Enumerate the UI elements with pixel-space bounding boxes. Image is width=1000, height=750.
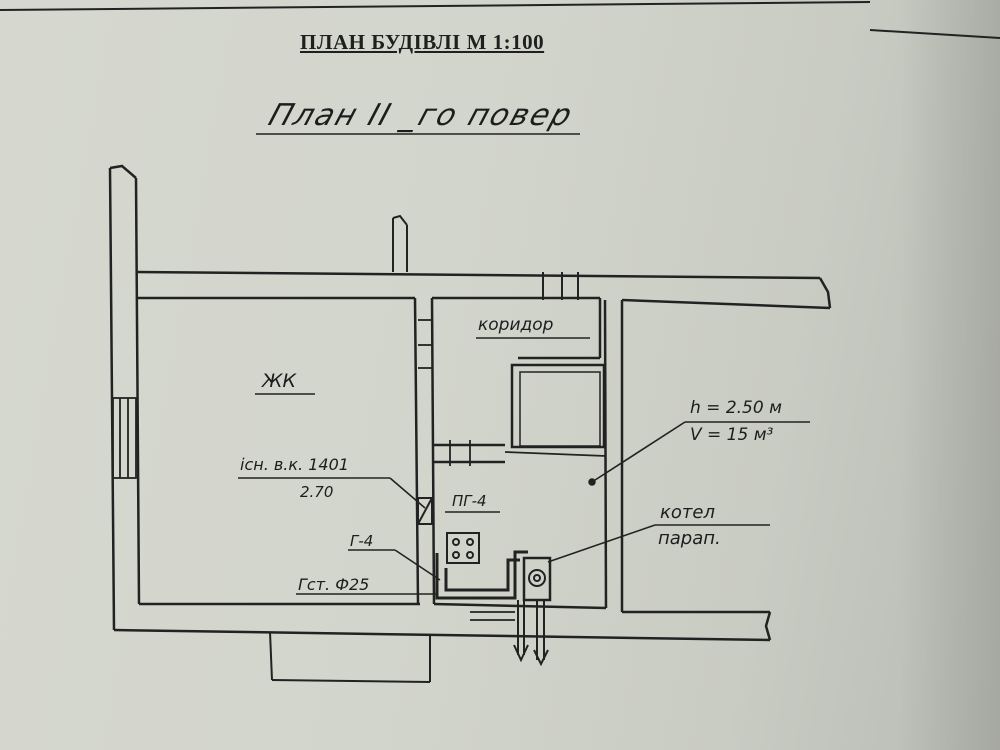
top-wall-vent bbox=[542, 272, 579, 300]
ceiling-height-note: h = 2.50 м bbox=[690, 398, 782, 418]
sheet-top-line bbox=[0, 1, 871, 11]
existing-note-line-2: 2.70 bbox=[300, 483, 334, 501]
gas-stove bbox=[446, 532, 480, 564]
chimney bbox=[392, 214, 408, 272]
room-living-walls bbox=[139, 297, 420, 606]
paper-shadow bbox=[900, 0, 1000, 750]
flue-pipes bbox=[513, 600, 549, 667]
outer-bottom-wall bbox=[113, 611, 772, 642]
gas-pipe bbox=[435, 550, 528, 600]
meter-niche bbox=[417, 497, 433, 525]
gas-meter-label: Г-4 bbox=[350, 532, 374, 550]
utility-bottom-wall bbox=[433, 602, 607, 610]
room-point-marker bbox=[588, 478, 596, 486]
boiler-label-line-1: котел bbox=[660, 502, 715, 523]
room-label-living: ЖК bbox=[262, 370, 296, 392]
gas-pipe-label: Гст. Ф25 bbox=[298, 575, 370, 594]
document-title: ПЛАН БУДІВЛІ М 1:100 bbox=[300, 30, 545, 54]
bottom-window bbox=[470, 611, 515, 621]
boiler-label-line-2: парап. bbox=[658, 528, 721, 549]
bottom-porch bbox=[269, 631, 431, 683]
door-marks bbox=[418, 319, 432, 369]
existing-note-line-1: існ. в.к. 1401 bbox=[240, 455, 349, 474]
utility-partition bbox=[434, 440, 607, 466]
room-label-corridor: коридор bbox=[478, 315, 554, 335]
room-label-utility: ПГ-4 bbox=[452, 492, 487, 510]
leader-lines bbox=[238, 133, 810, 595]
left-window bbox=[112, 397, 137, 479]
boiler bbox=[522, 556, 552, 602]
floor-title: План II _го повер bbox=[264, 98, 578, 133]
inner-room-box bbox=[510, 363, 606, 449]
room-volume-note: V = 15 м³ bbox=[690, 425, 774, 445]
outer-top-wall bbox=[135, 270, 832, 310]
outer-left-wall bbox=[108, 164, 141, 631]
room-corridor-walls bbox=[430, 297, 624, 612]
sheet-top-line-2 bbox=[869, 29, 1000, 39]
